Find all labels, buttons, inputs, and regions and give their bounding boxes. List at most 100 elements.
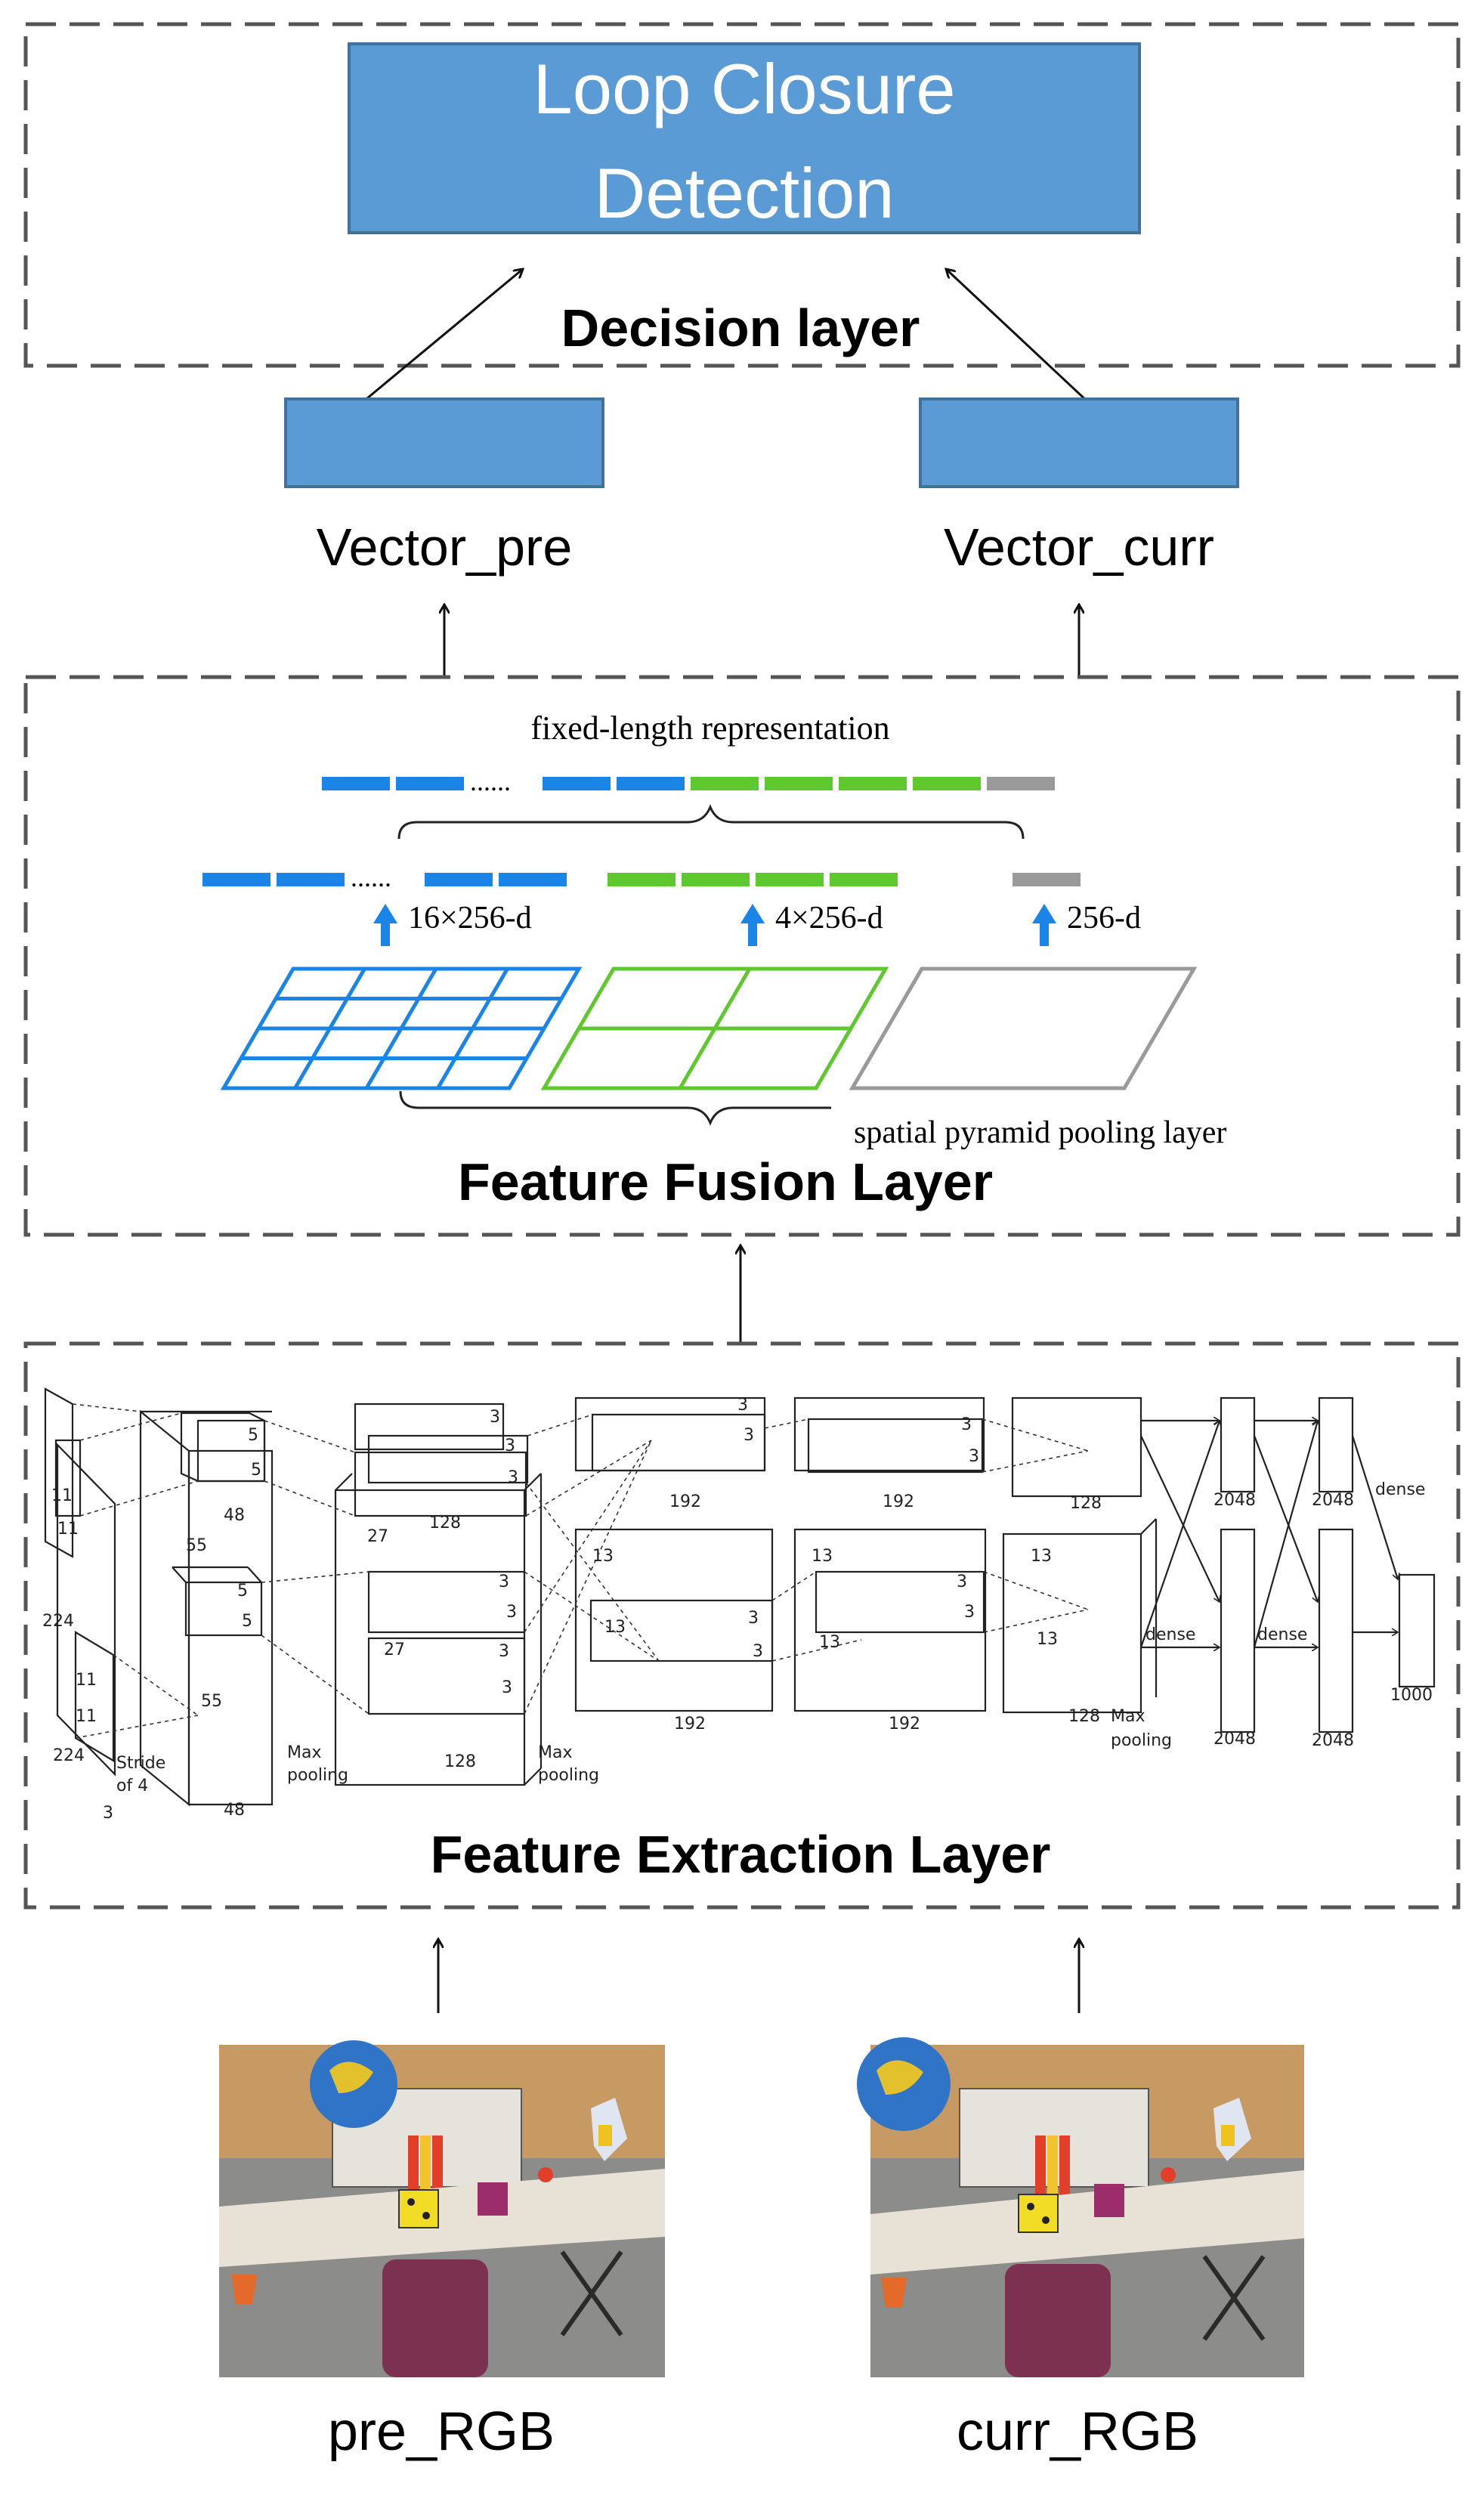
svg-text:3: 3: [969, 1447, 979, 1466]
svg-text:13: 13: [812, 1547, 833, 1566]
pooling-brace: [399, 1090, 831, 1127]
svg-text:5: 5: [237, 1582, 248, 1600]
svg-text:pooling: pooling: [538, 1766, 599, 1785]
svg-text:192: 192: [883, 1492, 914, 1511]
svg-text:3: 3: [103, 1804, 113, 1823]
svg-text:3: 3: [490, 1408, 500, 1427]
svg-text:3: 3: [502, 1678, 512, 1697]
svg-text:3: 3: [957, 1573, 967, 1591]
svg-text:192: 192: [669, 1492, 701, 1511]
svg-text:3: 3: [499, 1642, 509, 1661]
svg-text:2048: 2048: [1213, 1730, 1256, 1749]
svg-text:pooling: pooling: [1111, 1731, 1172, 1750]
svg-text:dense: dense: [1375, 1480, 1425, 1499]
svg-text:224: 224: [53, 1746, 85, 1765]
svg-text:dense: dense: [1145, 1625, 1195, 1644]
alexnet-diagram: [44, 1387, 1436, 1807]
svg-text:3: 3: [748, 1609, 759, 1628]
dim-arrow-2: [740, 904, 765, 946]
feature-fusion-layer-frame: [23, 675, 1461, 1237]
svg-text:2048: 2048: [1312, 1491, 1354, 1510]
svg-text:48: 48: [224, 1506, 245, 1525]
svg-text:13: 13: [819, 1633, 840, 1652]
dim-label-16x256: 16×256-d: [408, 901, 532, 936]
svg-text:1000: 1000: [1390, 1686, 1433, 1705]
loop-closure-line-2: Detection: [594, 153, 894, 233]
svg-text:3: 3: [499, 1573, 509, 1591]
svg-text:13: 13: [592, 1547, 614, 1566]
svg-text:27: 27: [367, 1527, 388, 1546]
svg-text:13: 13: [1031, 1547, 1052, 1566]
arrow-pre-to-decision: [362, 269, 523, 404]
vector-pre-box: [284, 397, 604, 488]
vector-curr-box: [919, 397, 1239, 488]
svg-text:3: 3: [737, 1396, 748, 1415]
svg-text:128: 128: [1070, 1494, 1102, 1513]
svg-text:27: 27: [384, 1641, 405, 1659]
svg-text:13: 13: [604, 1618, 626, 1637]
svg-text:Max: Max: [538, 1743, 572, 1762]
pyramid-grid-4x4: [220, 966, 583, 1090]
svg-text:13: 13: [1037, 1630, 1058, 1649]
svg-text:Stride: Stride: [116, 1754, 165, 1773]
svg-text:3: 3: [964, 1603, 975, 1622]
svg-text:5: 5: [248, 1426, 258, 1445]
dim-label-256: 256-d: [1067, 901, 1141, 936]
decision-layer-frame: [23, 22, 1461, 368]
svg-text:128: 128: [429, 1514, 461, 1532]
dim-arrow-1: [373, 904, 397, 946]
feature-extraction-layer-label: Feature Extraction Layer: [431, 1825, 1051, 1884]
spatial-pyramid-pooling-label: spatial pyramid pooling layer: [854, 1115, 1226, 1150]
arrow-curr-to-decision: [946, 269, 1090, 404]
svg-text:dense: dense: [1257, 1625, 1307, 1644]
dim-label-4x256: 4×256-d: [775, 901, 883, 936]
fixed-length-vector-bar: ......: [322, 766, 1055, 796]
svg-text:5: 5: [242, 1612, 252, 1631]
svg-text:3: 3: [506, 1603, 517, 1622]
svg-text:55: 55: [201, 1692, 222, 1711]
svg-text:3: 3: [744, 1426, 754, 1445]
svg-text:11: 11: [57, 1520, 79, 1539]
pyramid-grid-1x1: [849, 966, 1198, 1090]
alexnet-labels: 11 11 224 11 11 224 Stride of 4 3 5 5 48…: [42, 1396, 1433, 1823]
svg-text:55: 55: [186, 1536, 207, 1555]
svg-text:48: 48: [224, 1801, 245, 1820]
svg-text:11: 11: [51, 1486, 73, 1505]
vector-curr-label: Vector_curr: [944, 518, 1214, 577]
svg-text:......: ......: [470, 766, 511, 796]
curr-rgb-image: [857, 2037, 1304, 2377]
vector-pre-label: Vector_pre: [317, 518, 573, 577]
pre-rgb-image: [219, 2040, 665, 2377]
svg-text:3: 3: [961, 1415, 972, 1434]
svg-text:5: 5: [251, 1461, 261, 1480]
svg-text:Max: Max: [1111, 1707, 1145, 1726]
feature-fusion-layer-label: Feature Fusion Layer: [458, 1152, 993, 1211]
svg-text:3: 3: [505, 1437, 515, 1455]
pyramid-grid-2x2: [540, 966, 889, 1090]
svg-text:128: 128: [444, 1752, 476, 1771]
svg-text:Max: Max: [287, 1743, 321, 1762]
pyramid-level-bars: ......: [203, 862, 1081, 892]
decision-layer-label: Decision layer: [561, 298, 920, 357]
loop-closure-detection-box: [348, 42, 1141, 234]
svg-text:pooling: pooling: [287, 1766, 348, 1785]
feature-extraction-layer-frame: [23, 1341, 1461, 1910]
loop-closure-line-1: Loop Closure: [533, 49, 955, 128]
svg-text:11: 11: [76, 1671, 97, 1690]
fixed-length-representation-label: fixed-length representation: [530, 710, 889, 747]
dim-arrow-3: [1032, 904, 1056, 946]
svg-text:192: 192: [674, 1715, 706, 1733]
svg-text:of 4: of 4: [116, 1777, 148, 1795]
pre-rgb-label: pre_RGB: [328, 2401, 555, 2462]
curr-rgb-label: curr_RGB: [957, 2401, 1198, 2462]
svg-text:224: 224: [42, 1612, 74, 1631]
svg-text:128: 128: [1068, 1707, 1100, 1726]
svg-text:2048: 2048: [1213, 1491, 1256, 1510]
svg-text:11: 11: [76, 1707, 97, 1726]
fixed-length-brace: [397, 803, 1025, 840]
svg-text:3: 3: [508, 1468, 518, 1487]
svg-text:3: 3: [753, 1642, 763, 1661]
svg-text:2048: 2048: [1312, 1731, 1354, 1750]
svg-text:......: ......: [351, 862, 391, 892]
